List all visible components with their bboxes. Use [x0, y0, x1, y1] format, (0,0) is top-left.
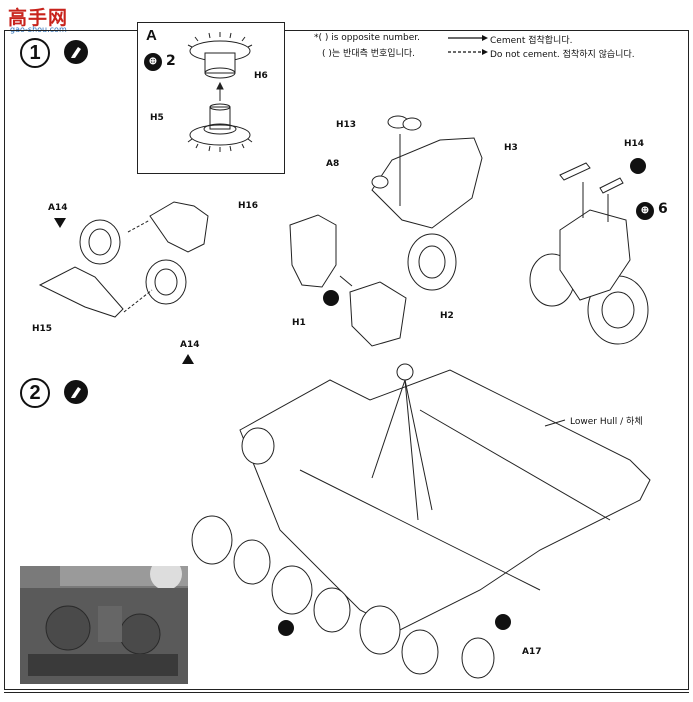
- part-label-a14-top: A14: [48, 203, 68, 213]
- legend-no-cement: Do not cement. 접착하지 않습니다.: [490, 50, 635, 60]
- watermark-subtitle: gao-shou.com: [10, 25, 67, 34]
- step-ref-6: 6: [658, 201, 668, 217]
- glue-pen-icon: [64, 40, 88, 64]
- bottom-rule: [4, 692, 689, 693]
- legend-opposite-number: *( ) is opposite number.: [314, 33, 421, 43]
- part-label-h3: H3: [504, 143, 518, 153]
- part-label-h1: H1: [292, 318, 306, 328]
- part-label-h5: H5: [150, 113, 164, 123]
- step-number-1: 1: [20, 38, 50, 68]
- part-label-a14-bottom: A14: [180, 340, 200, 350]
- watermark-title: 高手网: [8, 7, 69, 29]
- reference-photo-image: [20, 566, 188, 684]
- part-label-a8: A8: [326, 159, 340, 169]
- part-label-h6: H6: [254, 71, 268, 81]
- legend-opposite-number-kr: ( )는 반대측 번호입니다.: [322, 49, 415, 59]
- sprocket-drawing: [187, 32, 253, 152]
- part-label-h13: H13: [336, 120, 357, 130]
- part-label-a17: A17: [522, 647, 542, 657]
- detail-reference-icon-6: ⊕: [636, 202, 654, 220]
- detail-a-title: A: [146, 27, 157, 44]
- glue-pen-icon: [64, 380, 88, 404]
- reference-photo: [20, 566, 188, 684]
- instruction-frame: [4, 30, 689, 690]
- part-label-h2: H2: [440, 311, 454, 321]
- part-label-lower-hull: Lower Hull / 하체: [570, 417, 643, 427]
- detail-a-step-ref: 2: [166, 53, 176, 69]
- step-number-2: 2: [20, 378, 50, 408]
- watermark-logo: 高手网 gao-shou.com: [4, 3, 74, 41]
- legend-cement: Cement 접착합니다.: [490, 36, 573, 46]
- part-label-h16: H16: [238, 201, 259, 211]
- detail-reference-icon: ⊕: [144, 53, 162, 71]
- part-label-h15: H15: [32, 324, 53, 334]
- detail-a-box: A ⊕ 2 H6 H5: [137, 22, 285, 174]
- part-label-h14: H14: [624, 139, 645, 149]
